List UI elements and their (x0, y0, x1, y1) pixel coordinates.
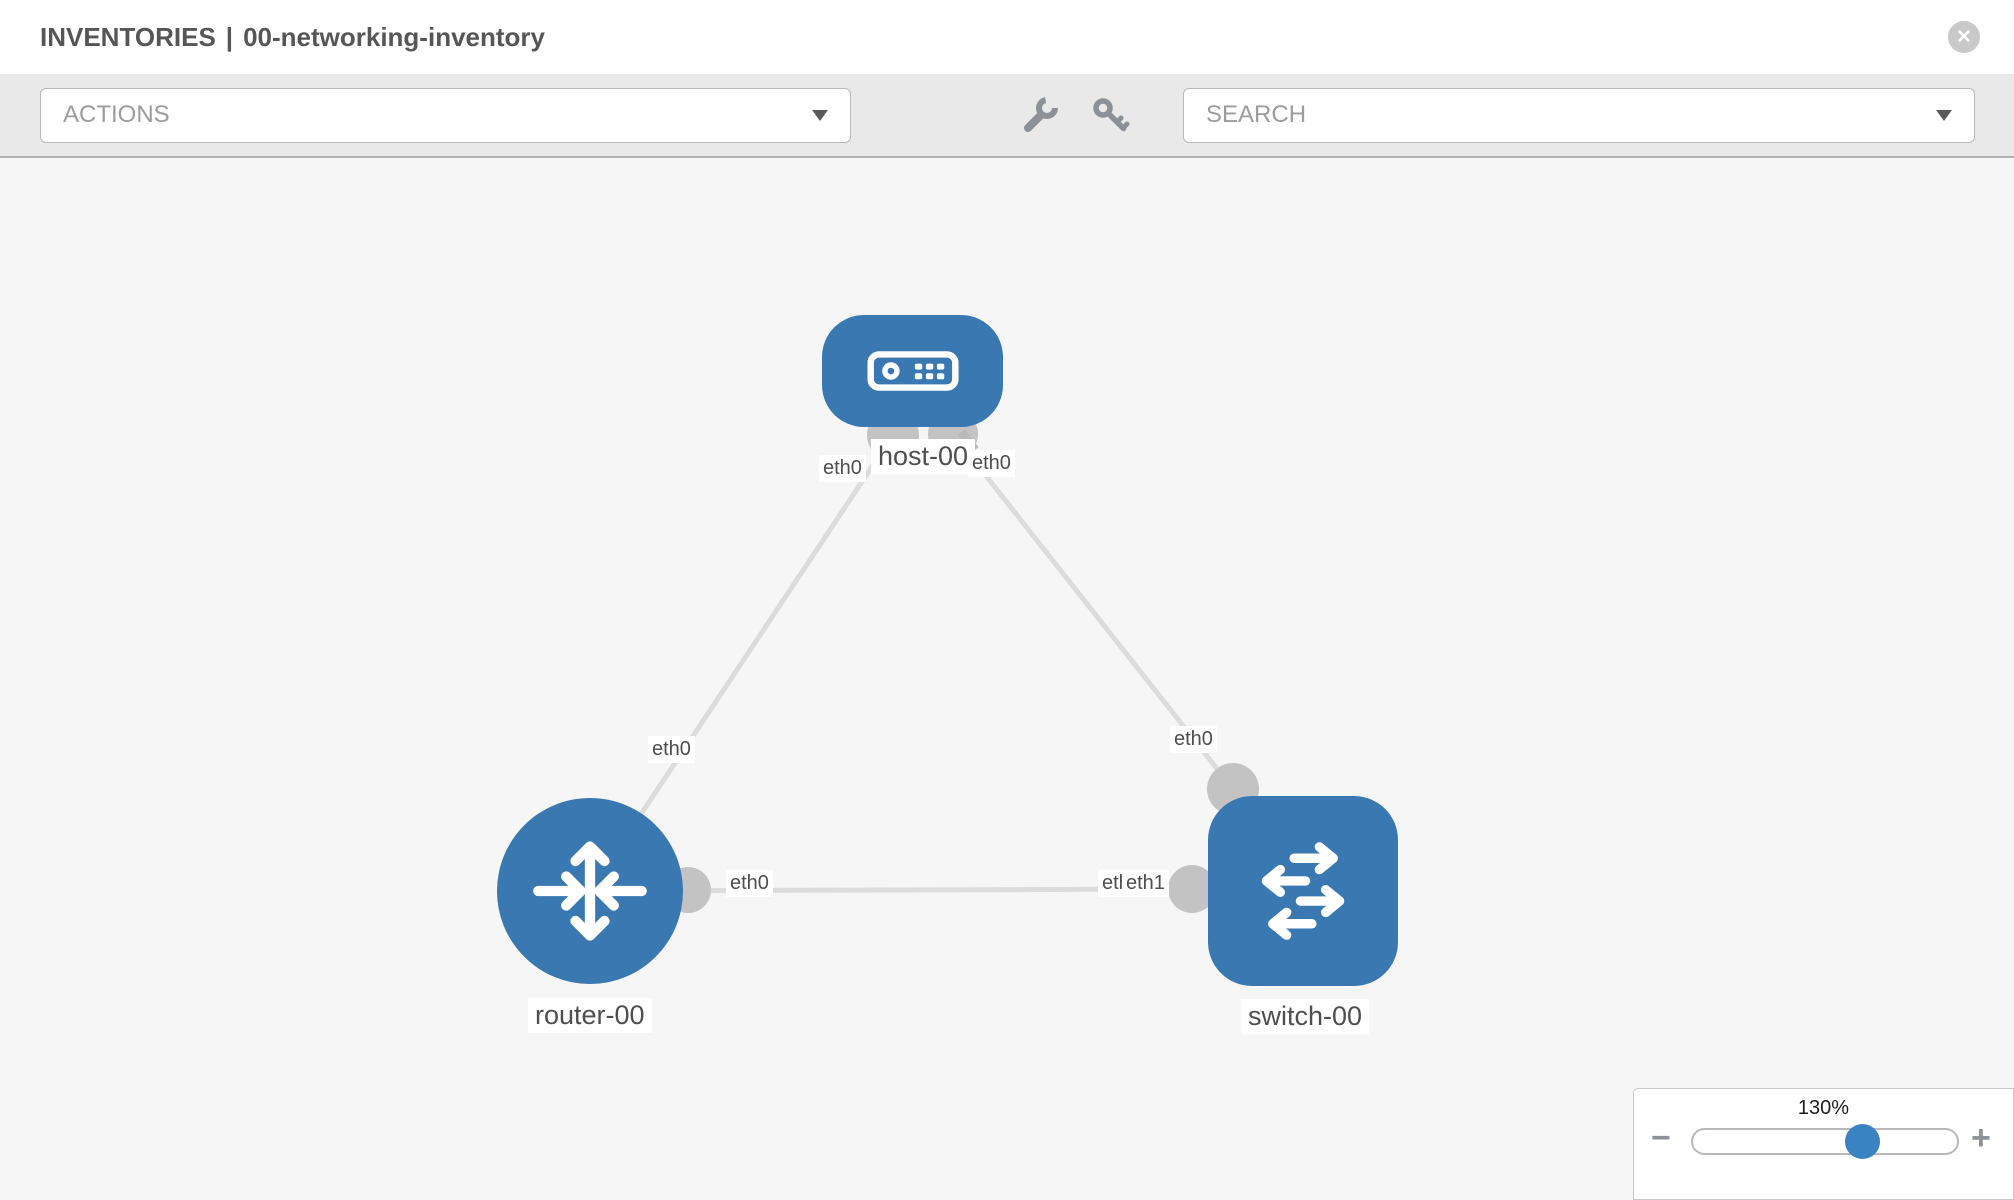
zoom-in-button[interactable]: + (1971, 1119, 1991, 1157)
actions-dropdown[interactable]: ACTIONS (40, 87, 851, 143)
topology-links-layer (587, 409, 1259, 913)
switch-icon (1261, 842, 1345, 940)
node-label-host: host-00 (871, 439, 976, 474)
zoom-slider-thumb[interactable] (1845, 1124, 1880, 1159)
interface-label: eth1 (1122, 870, 1169, 897)
wrench-icon[interactable] (1018, 93, 1062, 137)
key-icon[interactable] (1088, 93, 1132, 137)
host-icon (866, 351, 959, 391)
tool-icon-group (1018, 93, 1132, 137)
zoom-level: 130% (1797, 1097, 1850, 1119)
zoom-out-button[interactable]: − (1651, 1119, 1671, 1157)
node-switch-00[interactable] (1208, 796, 1398, 986)
header-bar: INVENTORIES | 00-networking-inventory ✕ (0, 0, 2014, 74)
zoom-control-panel: 130% − + (1633, 1088, 2014, 1200)
chevron-down-icon (1936, 109, 1952, 121)
port-switch-left (1168, 865, 1216, 913)
interface-label: eth0 (968, 450, 1015, 477)
interface-label: eth0 (726, 870, 773, 897)
interface-label: eth0 (648, 736, 695, 763)
search-dropdown[interactable]: SEARCH (1183, 87, 1975, 143)
toolbar: ACTIONS SEARCH (0, 74, 2014, 158)
topology-canvas[interactable]: host-00 router-00 switch-00 eth0 eth0 et… (0, 158, 2014, 1200)
breadcrumb-separator: | (225, 21, 234, 52)
node-host-00[interactable] (822, 315, 1003, 427)
interface-label: eth0 (1170, 726, 1217, 753)
breadcrumb-name: 00-networking-inventory (243, 21, 545, 52)
actions-dropdown-label: ACTIONS (63, 101, 170, 128)
close-icon[interactable]: ✕ (1948, 21, 1980, 53)
page-title: INVENTORIES | 00-networking-inventory (40, 22, 545, 53)
node-label-router: router-00 (528, 998, 652, 1033)
router-icon (533, 841, 647, 941)
chevron-down-icon (812, 109, 828, 121)
node-router-00[interactable] (497, 798, 683, 984)
search-dropdown-label: SEARCH (1206, 101, 1307, 128)
interface-label: eth0 (819, 455, 866, 482)
zoom-slider[interactable] (1691, 1128, 1959, 1155)
breadcrumb-section: INVENTORIES (40, 21, 216, 52)
node-label-switch: switch-00 (1241, 999, 1370, 1034)
